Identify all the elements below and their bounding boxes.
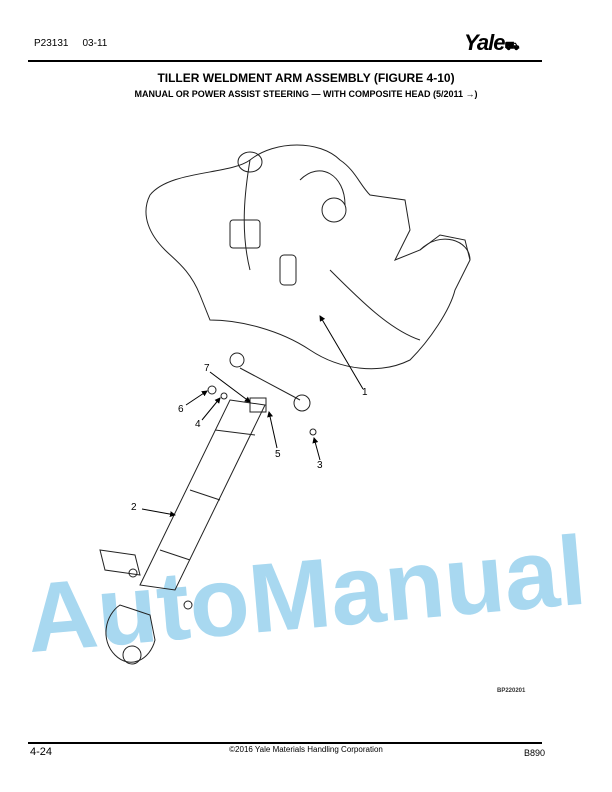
- callout-3: 3: [317, 460, 323, 471]
- footer-rule: [28, 742, 542, 744]
- tiller-head: [145, 144, 471, 370]
- model-code: B890: [524, 748, 546, 758]
- page-title: TILLER WELDMENT ARM ASSEMBLY (FIGURE 4-1…: [157, 71, 455, 85]
- tiller-arm: [139, 399, 266, 591]
- page-subtitle: MANUAL OR POWER ASSIST STEERING — WITH C…: [134, 89, 478, 99]
- brand-name: Yale: [464, 30, 505, 55]
- forklift-icon: ⛟: [504, 39, 519, 53]
- callout-2: 2: [131, 502, 137, 513]
- callout-4: 4: [195, 419, 201, 430]
- figure-id: BP220201: [497, 688, 526, 694]
- brand-logo: Yale⛟: [464, 30, 520, 59]
- callout-7: 7: [204, 363, 210, 374]
- document-number: P23131 03-11: [34, 38, 121, 50]
- callout-5: 5: [275, 449, 281, 460]
- callout-6: 6: [178, 404, 184, 415]
- doc-number: P23131: [34, 38, 69, 49]
- copyright: ©2016 Yale Materials Handling Corporatio…: [229, 745, 383, 754]
- page-number: 4-24: [30, 746, 53, 758]
- callout-1: 1: [362, 387, 368, 398]
- date-code: 03-11: [82, 38, 108, 49]
- header-rule: [28, 60, 542, 62]
